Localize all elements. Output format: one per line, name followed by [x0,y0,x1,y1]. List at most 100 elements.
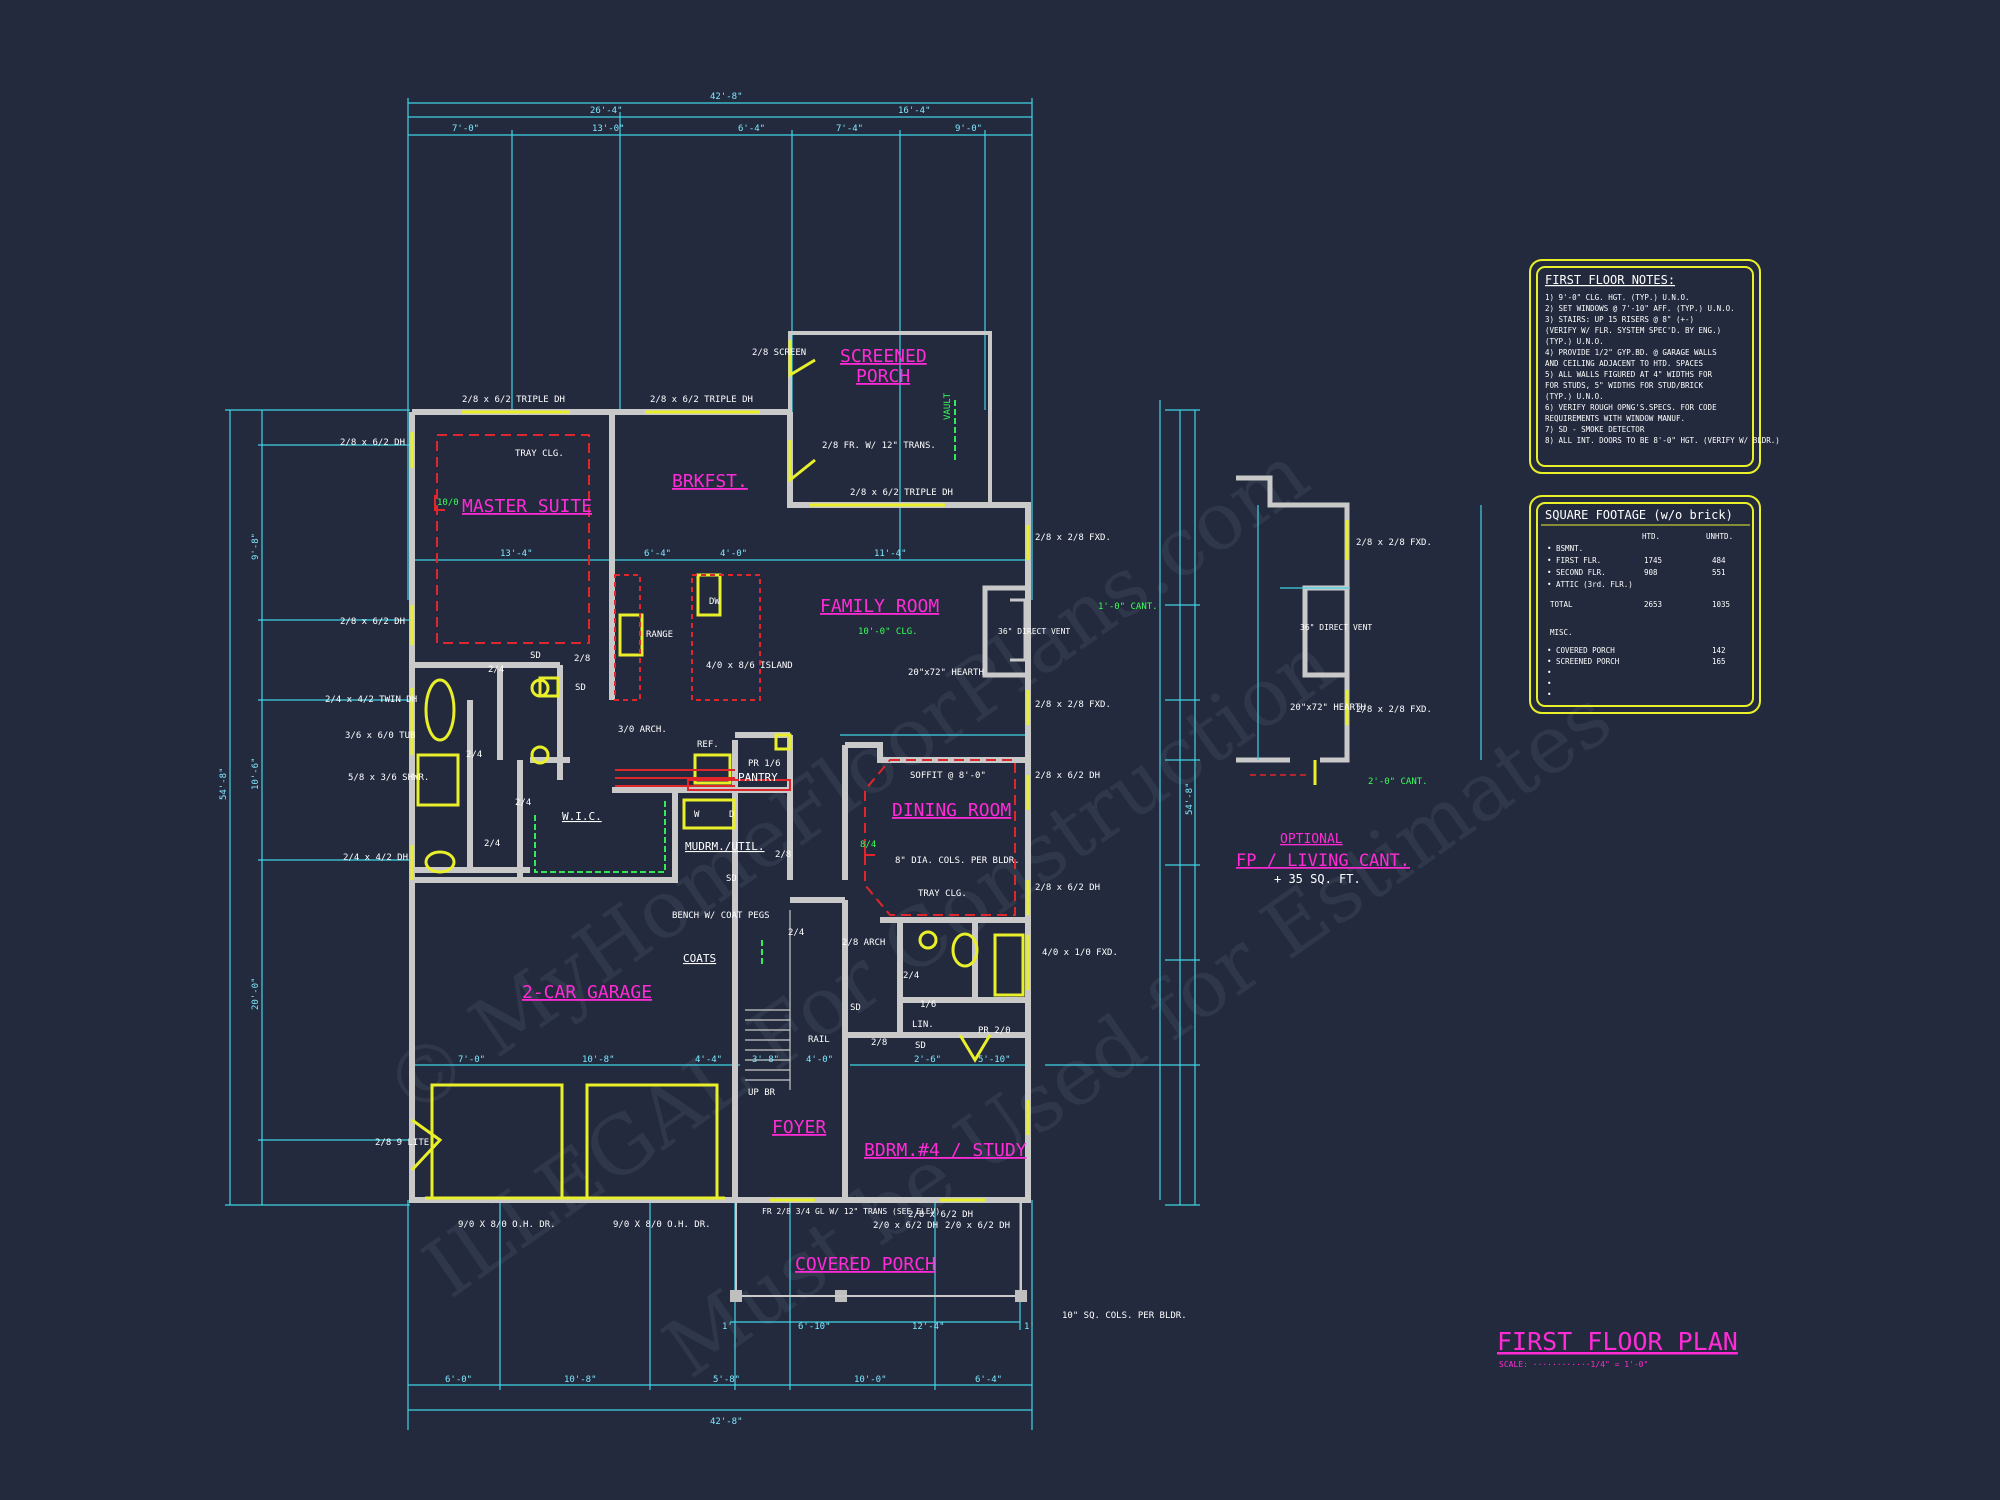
dim-porch-a: 6'-10" [798,1322,831,1332]
dim-left-total: 54'-8" [219,767,229,800]
label-tdh-2: 2/8 x 6/2 TRIPLE DH [650,395,753,405]
label-door-9: 2/8 [871,1038,887,1048]
dim-brk-a: 6'-4" [644,549,671,559]
dim-top-total: 42'-8" [710,92,743,102]
sqft-misc-label: • [1547,690,1552,699]
note-line: (VERIFY W/ FLR. SYSTEM SPEC'D. BY ENG.) [1545,326,1721,335]
watermark: © MyHomeFloorPlans.com ILLEGAL For Const… [368,427,1628,1396]
dim-top-b: 16'-4" [898,106,931,116]
opt-fxd-1: 2/8 x 2/8 FXD. [1356,538,1432,548]
label-d: D [729,810,734,820]
label-vault: VAULT [943,392,953,420]
label-shwr: 5/8 x 3/6 SHWR. [348,773,429,783]
note-line: (TYP.) U.N.O. [1545,392,1604,401]
label-ohdr-2: 9/0 X 8/0 O.H. DR. [613,1220,711,1230]
opt-title: OPTIONAL [1280,832,1343,847]
sqft-row-htd: 908 [1644,568,1658,577]
windows-and-doors [410,340,1030,1202]
room-screened-2: PORCH [856,366,910,387]
label-cols: 8" DIA. COLS. PER BLDR. [895,856,1020,866]
dim-gar-b: 10'-8" [582,1055,615,1065]
label-door-8: 1/6 [920,1000,936,1010]
dim-left-a: 20'-0" [251,977,261,1010]
label-twin-dh: 2/4 x 4/2 TWIN DH [325,695,417,705]
dim-master-w: 13'-4" [500,549,533,559]
dim-bot-e: 6'-4" [975,1375,1002,1385]
room-mudrm: MUDRM./UTIL. [685,840,764,853]
dim-bot-total: 42'-8" [710,1417,743,1427]
label-upbr: UP BR [748,1088,776,1098]
label-tray-2: TRAY CLG. [918,889,967,899]
room-wic: W.I.C. [562,810,602,823]
optional-fp-inset: 2/8 x 2/8 FXD. 2/8 x 2/8 FXD. 2'-0" CANT… [1236,475,1482,886]
dim-left-c: 9'-8" [251,533,261,560]
dim-top-d: 13'-0" [592,124,625,134]
dim-right-total: 54'-8" [1185,782,1195,815]
label-tdh-3: 2/8 x 6/2 TRIPLE DH [850,488,953,498]
label-fr-door: FR 2/8 3/4 GL W/ 12" TRANS (SEE ELEV) [762,1207,940,1216]
label-clg: 10'-0" CLG. [858,627,918,637]
label-dh-2: 2/8 x 6/2 DH [340,617,405,627]
label-dh-1: 2/8 x 6/2 DH [340,438,405,448]
note-line: FOR STUDS, 5" WIDTHS FOR STUD/BRICK [1545,381,1704,390]
dim-bd-a: 2'-6" [914,1055,941,1065]
annotations: 2/8 x 6/2 TRIPLE DH 2/8 x 6/2 TRIPLE DH … [325,348,1187,1321]
label-ohdr-1: 9/0 X 8/0 O.H. DR. [458,1220,556,1230]
room-foyer: FOYER [772,1117,826,1138]
label-fxd-3: 4/0 x 1/0 FXD. [1042,948,1118,958]
room-master-suite: MASTER SUITE [462,496,592,517]
label-door-1: 2/4 [488,665,504,675]
label-tray-1: TRAY CLG. [515,449,564,459]
label-fxd-1: 2/8 x 2/8 FXD. [1035,533,1111,543]
porch-columns [730,1200,1027,1302]
hidden-lines [434,434,1016,916]
sqft-col-unhtd: UNHTD. [1706,532,1733,541]
note-line: REQUIREMENTS WITH WINDOW MANUF. [1545,414,1685,423]
label-door-5: 2/8 [775,850,791,860]
dim-top-g: 9'-0" [955,124,982,134]
label-tub: 3/6 x 6/0 TUB [345,731,415,741]
sqft-misc-label: • COVERED PORCH [1547,646,1615,655]
label-door-10: 10/0 [437,498,459,508]
room-screened-1: SCREENED [840,346,927,367]
label-door-6: 2/4 [788,928,804,938]
room-labels: MASTER SUITE BRKFST. SCREENED PORCH FAMI… [462,346,1027,1275]
sqft-misc-val: 142 [1712,646,1726,655]
label-door-2: 2/8 [574,654,590,664]
dimension-lines [225,98,1200,1430]
dim-bot-b: 10'-8" [564,1375,597,1385]
dim-top-a: 26'-4" [590,106,623,116]
room-family: FAMILY ROOM [820,596,939,617]
sqft-misc-label: • SCREENED PORCH [1547,657,1620,666]
label-rail: RAIL [808,1035,830,1045]
sqft-row-unhtd: 484 [1712,556,1726,565]
label-hearth: 20"x72" HEARTH [908,668,984,678]
green-lines [534,400,956,965]
note-line: 8) ALL INT. DOORS TO BE 8'-0" HGT. (VERI… [1545,436,1780,445]
label-cant: 1'-0" CANT. [1098,602,1158,612]
dim-porch-d: 1' [1024,1322,1035,1332]
opt-sqft: + 35 SQ. FT. [1274,872,1361,886]
room-covered-porch: COVERED PORCH [795,1254,936,1275]
opt-subtitle: FP / LIVING CANT. [1236,851,1410,871]
sqft-total-htd: 2653 [1644,600,1662,609]
note-line: 2) SET WINDOWS @ 7'-10" AFF. (TYP.) U.N.… [1545,304,1735,313]
note-line: 3) STAIRS: UP 15 RISERS @ 8" (+-) [1545,315,1694,324]
dimension-text: 42'-8" 26'-4" 16'-4" 7'-0" 13'-0" 6'-4" … [219,92,1195,1427]
label-dw: DW [709,597,720,607]
label-dh-7: 2/0 x 6/2 DH [945,1221,1010,1231]
label-screen: 2/8 SCREEN [752,348,806,358]
room-coats: COATS [683,952,716,965]
label-pr20: PR 2/0 [978,1026,1011,1036]
sqft-col-htd: HTD. [1642,532,1660,541]
dim-gar-d: 3'-8" [752,1055,779,1065]
label-dh-6: 2/0 x 6/2 DH [873,1221,938,1231]
label-door-7: 2/4 [903,971,919,981]
label-w: W [694,810,700,820]
opt-fxd-2: 2/8 x 2/8 FXD. [1356,705,1432,715]
note-line: 6) VERIFY ROUGH OPNG'S.SPECS. FOR CODE [1545,403,1717,412]
label-fxd-2: 2/8 x 2/8 FXD. [1035,700,1111,710]
note-line: (TYP.) U.N.O. [1545,337,1604,346]
label-9-lite: 2/8 9 LITE [375,1138,429,1148]
label-soffit: SOFFIT @ 8'-0" [910,771,986,781]
